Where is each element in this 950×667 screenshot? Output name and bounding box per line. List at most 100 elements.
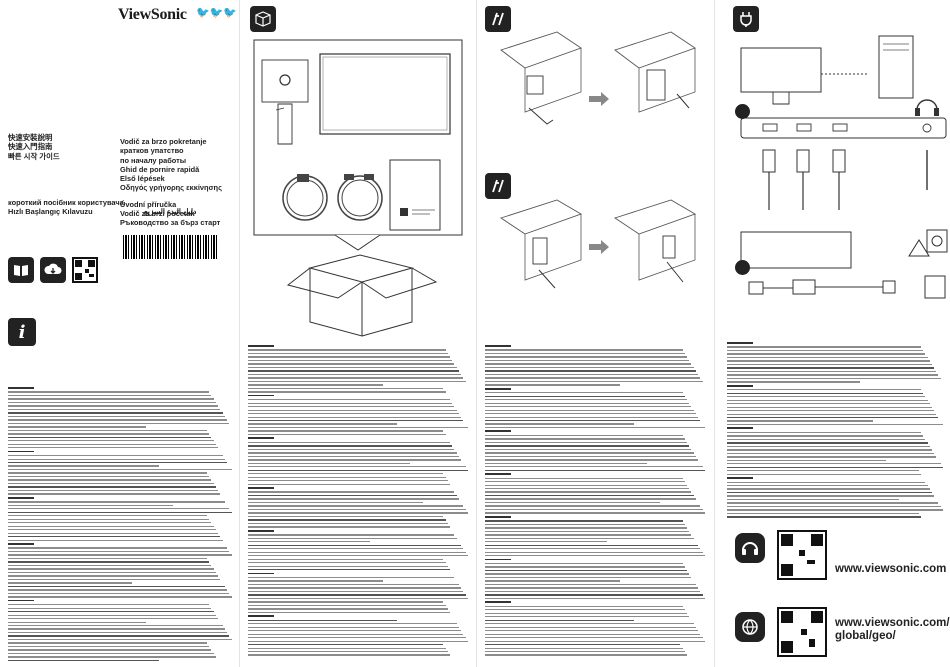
title-el: Οδηγός γρήγορης εκκίνησης xyxy=(120,183,222,193)
fine-print-line xyxy=(248,359,453,362)
fine-print-line xyxy=(248,345,274,347)
fine-print-line xyxy=(248,419,464,422)
fine-print-line xyxy=(727,495,935,497)
fine-print-line xyxy=(248,352,448,355)
fine-print-line xyxy=(8,493,221,495)
book-icon xyxy=(8,257,34,283)
fine-print-line xyxy=(485,647,683,649)
fine-print-line xyxy=(485,473,511,475)
fine-print-line xyxy=(485,558,511,561)
fine-print-line xyxy=(485,520,683,522)
fine-print-line xyxy=(248,526,451,528)
fine-print-line xyxy=(727,516,922,518)
fine-print-line xyxy=(485,423,634,425)
fine-print-line xyxy=(727,456,937,458)
fine-print-line xyxy=(248,441,451,444)
fine-print-line xyxy=(8,571,216,574)
package-contents-illustration xyxy=(253,39,463,337)
fine-print-line xyxy=(248,522,448,525)
title-bs: Vodič za brzi početak xyxy=(120,209,195,219)
fine-print-line xyxy=(8,607,212,609)
fine-print-line xyxy=(485,377,701,379)
fine-print-line xyxy=(485,445,690,447)
fine-print-line xyxy=(485,637,703,639)
fine-print-line xyxy=(727,449,932,451)
fine-print-line xyxy=(485,349,683,351)
fine-print-line xyxy=(485,523,685,526)
fine-print-line xyxy=(727,399,928,401)
fine-print-line xyxy=(8,458,225,460)
fine-print-line xyxy=(248,548,464,550)
power-plug-icon xyxy=(733,6,759,32)
package-box-icon xyxy=(250,6,276,32)
fine-print-line xyxy=(248,654,451,656)
fine-print-line xyxy=(727,512,919,515)
fine-print-line xyxy=(8,550,230,553)
fine-print-line xyxy=(248,430,444,432)
fine-print-line xyxy=(248,462,411,464)
fine-print-line xyxy=(8,429,207,432)
url-global-line2[interactable]: global/geo/ xyxy=(835,630,896,642)
url-main[interactable]: www.viewsonic.com xyxy=(835,563,947,575)
url-global-line1[interactable]: www.viewsonic.com/ xyxy=(835,617,950,629)
fine-print-line xyxy=(727,505,941,508)
fine-print-line xyxy=(8,398,214,400)
fine-print-line xyxy=(485,616,690,618)
installation-illustration xyxy=(499,31,697,289)
title-cs: Úvodní příručka xyxy=(120,199,177,209)
qr-code-support[interactable] xyxy=(777,530,827,580)
fine-print-line xyxy=(248,413,459,415)
fine-print-line xyxy=(485,508,703,511)
fine-print-line xyxy=(727,377,941,380)
fine-print-line xyxy=(727,396,926,398)
fine-print-line xyxy=(727,374,939,376)
three-birds-logo-icon: 🐦🐦🐦 xyxy=(196,7,238,19)
fine-print-line xyxy=(727,477,753,479)
fine-print-line xyxy=(485,583,696,586)
fine-print-line xyxy=(8,436,212,438)
fine-print-line xyxy=(248,619,397,621)
fine-print-line xyxy=(485,462,648,464)
fine-print-line xyxy=(248,426,468,429)
fine-print-line xyxy=(248,587,462,589)
fine-print-line xyxy=(8,536,221,538)
fine-print-line xyxy=(8,628,225,630)
fine-print-line xyxy=(248,565,448,567)
fine-print-line xyxy=(8,585,225,588)
fine-print-line xyxy=(485,366,694,369)
fine-print-line xyxy=(8,415,225,418)
title-ar: دليل البدء السريع xyxy=(144,207,197,216)
fine-print-line xyxy=(727,491,932,494)
fine-print-line xyxy=(8,596,232,598)
fine-print-line xyxy=(248,505,464,507)
fine-print-line xyxy=(727,353,926,355)
fine-print-line xyxy=(248,572,274,575)
url-global[interactable]: www.viewsonic.com/ global/geo/ xyxy=(835,617,950,643)
fine-print-line xyxy=(485,370,696,372)
fine-print-line xyxy=(485,413,696,415)
qr-code-global[interactable] xyxy=(777,607,827,657)
info-text-block xyxy=(8,385,234,663)
fine-print-line xyxy=(485,530,690,533)
fine-print-line xyxy=(727,473,922,475)
fine-print-line xyxy=(8,518,210,520)
title-mk: кратков упатство xyxy=(120,146,184,156)
fine-print-line xyxy=(8,631,228,634)
fine-print-line xyxy=(8,419,228,421)
fine-print-line xyxy=(248,406,455,408)
fine-print-line xyxy=(485,651,685,653)
fine-print-line xyxy=(8,455,223,457)
fine-print-line xyxy=(248,594,466,596)
fine-print-line xyxy=(248,537,457,539)
fine-print-line xyxy=(8,496,34,499)
qr-code-small[interactable] xyxy=(72,257,98,283)
title-zh-cn: 快速入門指南 xyxy=(8,142,53,152)
fine-print-line xyxy=(485,384,621,386)
fine-print-line xyxy=(8,447,219,449)
fine-print-line xyxy=(485,363,692,365)
fine-print-line xyxy=(727,463,941,465)
fine-print-line xyxy=(8,511,232,513)
fine-print-line xyxy=(8,405,219,407)
fine-print-line xyxy=(485,515,511,518)
fine-print-line xyxy=(248,551,466,553)
